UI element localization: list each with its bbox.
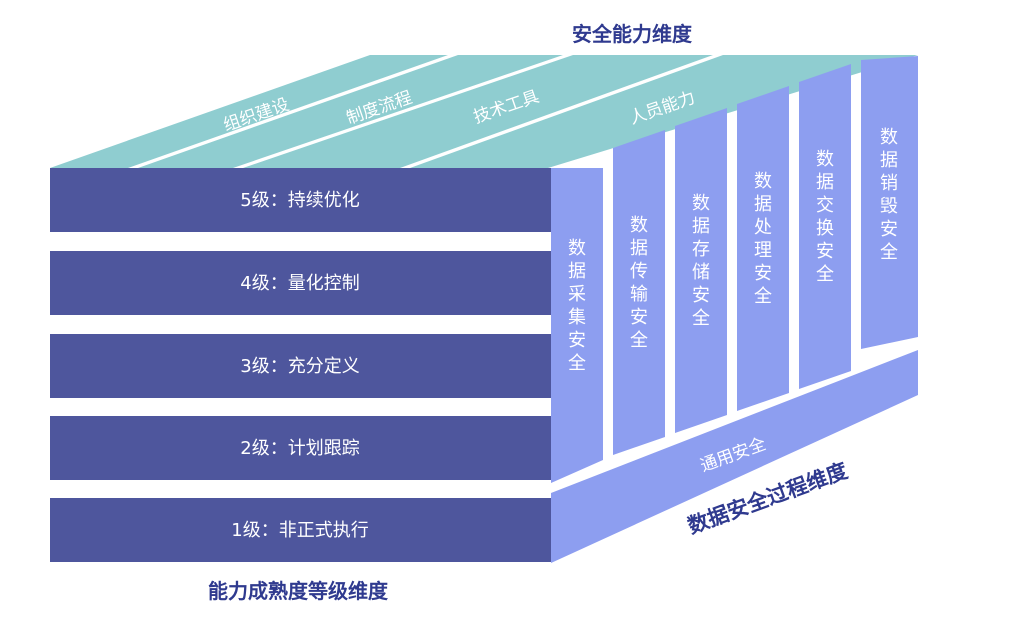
level-bar bbox=[50, 168, 551, 232]
side-column-label: 换 bbox=[816, 218, 834, 239]
top-dimension-title: 安全能力维度 bbox=[572, 22, 693, 46]
level-label: 3级：充分定义 bbox=[240, 356, 359, 377]
level-bar bbox=[50, 251, 551, 315]
side-column-label: 数 bbox=[816, 149, 834, 170]
side-column-label: 理 bbox=[754, 240, 772, 261]
side-face: 通用安全 bbox=[551, 56, 918, 563]
level-bar bbox=[50, 334, 551, 398]
side-column-label: 处 bbox=[754, 217, 772, 238]
top-face: 组织建设 制度流程 技术工具 人员能力 bbox=[50, 55, 918, 168]
side-column-bar bbox=[551, 168, 603, 483]
side-column-label: 全 bbox=[692, 308, 710, 329]
front-face: 5级：持续优化 4级：量化控制 3级：充分定义 2级：计划跟踪 1级：非正式执行 bbox=[50, 168, 551, 562]
side-column-label: 销 bbox=[880, 173, 898, 194]
side-column-bar bbox=[613, 130, 665, 455]
side-column-label: 安 bbox=[568, 330, 586, 351]
side-column-bar bbox=[861, 56, 918, 349]
side-column-label: 交 bbox=[816, 195, 834, 216]
level-bar bbox=[50, 498, 551, 562]
side-column-label: 输 bbox=[630, 284, 648, 305]
side-column-label: 据 bbox=[754, 194, 772, 215]
side-column-label: 全 bbox=[816, 264, 834, 285]
side-column-label: 据 bbox=[630, 238, 648, 259]
side-column-label: 据 bbox=[816, 172, 834, 193]
side-column-label: 存 bbox=[692, 239, 710, 260]
side-column-label: 传 bbox=[630, 261, 648, 282]
side-column-label: 全 bbox=[568, 353, 586, 374]
level-label: 1级：非正式执行 bbox=[231, 520, 368, 541]
level-bar bbox=[50, 416, 551, 480]
side-column-label: 数 bbox=[692, 193, 710, 214]
level-label: 5级：持续优化 bbox=[240, 190, 359, 211]
bottom-dimension-title: 能力成熟度等级维度 bbox=[208, 579, 389, 603]
top-strip-3 bbox=[243, 55, 713, 168]
side-column-label: 储 bbox=[692, 262, 710, 283]
side-column-label: 数 bbox=[754, 171, 772, 192]
side-column-label: 据 bbox=[880, 150, 898, 171]
top-strip-2 bbox=[138, 55, 563, 168]
side-column-label: 据 bbox=[568, 261, 586, 282]
side-column-label: 全 bbox=[630, 330, 648, 351]
side-column-label: 采 bbox=[568, 284, 586, 305]
side-column-label: 数 bbox=[880, 127, 898, 148]
side-column-label: 数 bbox=[630, 215, 648, 236]
side-column-label: 安 bbox=[754, 263, 772, 284]
side-column-label: 据 bbox=[692, 216, 710, 237]
side-column-label: 安 bbox=[692, 285, 710, 306]
side-column-label: 数 bbox=[568, 238, 586, 259]
general-security-band bbox=[551, 350, 918, 563]
level-label: 4级：量化控制 bbox=[240, 273, 359, 294]
side-column-label: 毁 bbox=[880, 196, 898, 217]
top-strip-1 bbox=[50, 55, 448, 168]
side-column-bar bbox=[737, 86, 789, 411]
side-column-bar bbox=[675, 108, 727, 433]
side-column-label: 安 bbox=[880, 219, 898, 240]
level-label: 2级：计划跟踪 bbox=[240, 438, 359, 459]
top-strip-4 bbox=[410, 55, 918, 168]
side-column-label: 全 bbox=[880, 242, 898, 263]
side-column-label: 集 bbox=[568, 307, 586, 328]
side-column-label: 安 bbox=[816, 241, 834, 262]
side-column-label: 安 bbox=[630, 307, 648, 328]
side-column-bar bbox=[799, 64, 851, 389]
side-column-label: 全 bbox=[754, 286, 772, 307]
